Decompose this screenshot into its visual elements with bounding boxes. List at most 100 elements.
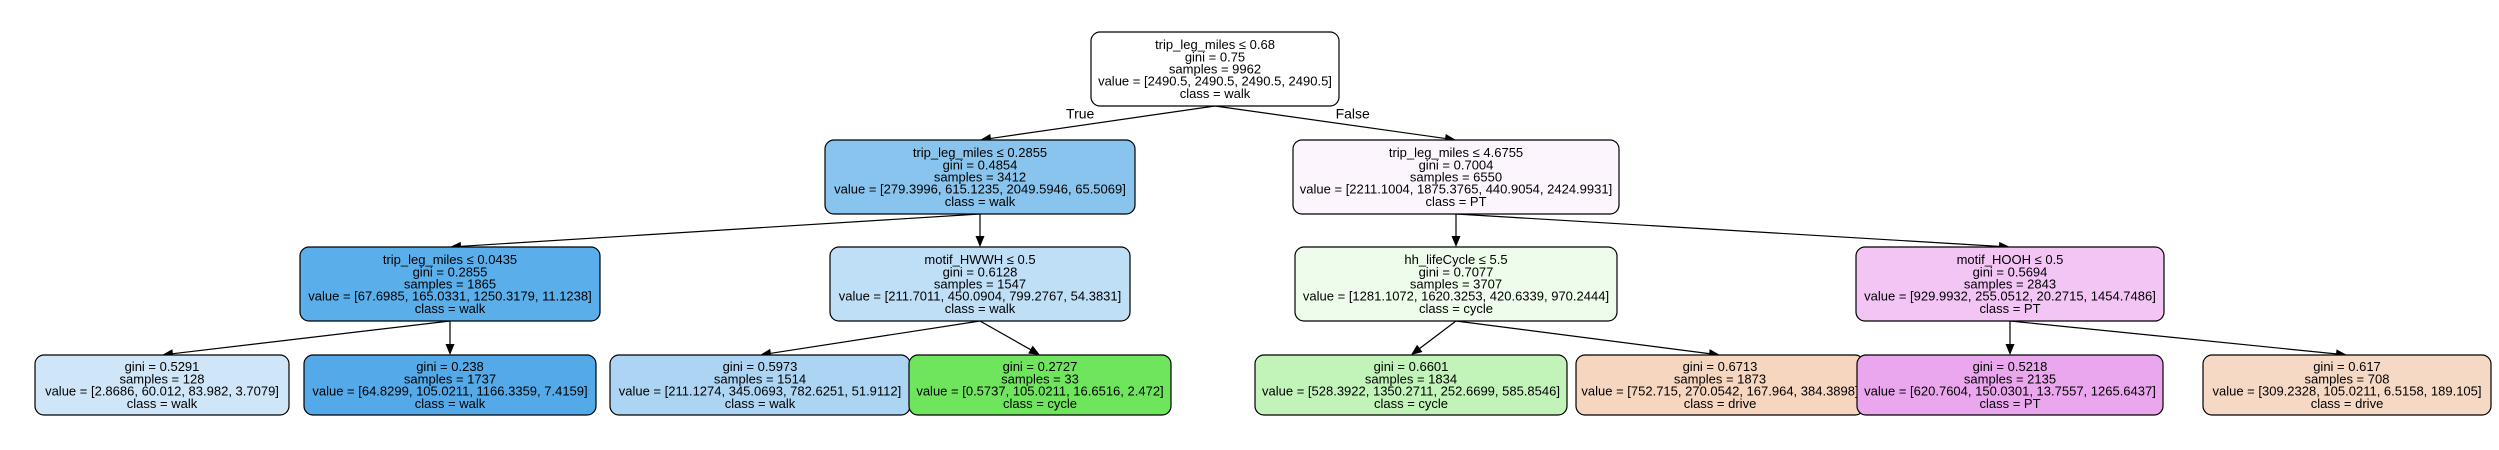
edge-line [1455,320,1710,355]
node-value: value = [528.3922, 1350.2711, 252.6699, … [1262,384,1560,399]
node-class: class = PT [1979,396,2040,411]
node-value: value = [309.2328, 105.0211, 6.5158, 189… [2212,384,2481,399]
node-box [824,139,1136,215]
arrowhead [1451,236,1461,247]
node-samples: samples = 1737 [404,371,496,386]
node-samples: samples = 3412 [934,170,1026,185]
node-box [1855,246,2165,322]
tree-edge [1451,214,1461,247]
node-samples: samples = 33 [1001,371,1079,386]
node-value: value = [0.5737, 105.0211, 16.6516, 2.47… [916,384,1163,399]
node-value: value = [2490.5, 2490.5, 2490.5, 2490.5] [1098,74,1332,89]
node-class: class = walk [415,396,486,411]
node-samples: samples = 1834 [1365,371,1457,386]
node-samples: samples = 2843 [1964,277,2056,292]
node-value: value = [1281.1072, 1620.3253, 420.6339,… [1303,289,1609,304]
node-box [34,354,290,416]
node-split-rule: trip_leg_miles ≤ 0.2855 [913,145,1047,160]
node-class: class = walk [945,194,1016,209]
node-samples: samples = 1873 [1674,371,1766,386]
node-gini: gini = 0.6713 [1683,359,1758,374]
node-split-rule: trip_leg_miles ≤ 0.68 [1155,37,1275,52]
node-value: value = [279.3996, 615.1235, 2049.5946, … [834,182,1126,197]
node-box [1292,139,1620,215]
arrowhead [1411,344,1423,355]
node-value: value = [752.715, 270.0542, 167.964, 384… [1581,384,1858,399]
node-gini: gini = 0.617 [2313,359,2381,374]
node-box [1856,354,2164,416]
node-gini: gini = 0.238 [416,359,484,374]
node-class: class = walk [415,301,486,316]
edge-line [1455,213,2000,247]
node-split-rule: motif_HOOH ≤ 0.5 [1957,252,2064,267]
node-samples: samples = 3707 [1410,277,1502,292]
node-gini: gini = 0.7077 [1419,264,1494,279]
node-gini: gini = 0.5218 [1973,359,2048,374]
tree-edge [2005,321,2015,355]
edge-line [1214,105,1446,140]
node-class: class = PT [1979,301,2040,316]
tree-edge: False [1214,105,1456,143]
node-value: value = [64.8299, 105.0211, 1166.3359, 7… [312,384,587,399]
tree-edge [975,214,985,247]
arrowhead [975,236,985,247]
node-box [1090,31,1340,107]
node-class: class = PT [1425,194,1486,209]
edge-line [460,213,981,247]
tree-edges: True False [162,105,2347,359]
edge-line [2009,320,2337,355]
edge-label-false: False [1336,105,1370,121]
node-gini: gini = 0.7004 [1419,157,1494,172]
node-class: class = drive [1684,396,1757,411]
node-value: value = [2211.1004, 1875.3765, 440.9054,… [1300,182,1612,197]
node-value: value = [929.9932, 255.0512, 20.2715, 14… [1864,289,2156,304]
edge-line [979,320,1031,351]
tree-edge [445,321,455,355]
node-gini: gini = 0.75 [1185,49,1245,64]
node-value: value = [67.6985, 165.0331, 1250.3179, 1… [308,289,591,304]
node-split-rule: motif_HWWH ≤ 0.5 [924,252,1035,267]
tree-edge [162,320,451,359]
node-box [908,354,1172,416]
node-box [1254,354,1568,416]
node-box [303,354,597,416]
node-split-rule: trip_leg_miles ≤ 0.0435 [383,252,517,267]
node-class: class = walk [127,396,198,411]
node-box [1294,246,1618,322]
node-gini: gini = 0.2727 [1003,359,1078,374]
node-samples: samples = 1514 [714,371,806,386]
tree-edge: True [980,105,1216,143]
node-class: class = cycle [1374,396,1448,411]
node-gini: gini = 0.5291 [125,359,200,374]
node-class: class = walk [725,396,796,411]
tree-edge [1411,320,1457,355]
edge-line [990,105,1216,140]
edge-line [770,320,981,354]
edge-label-true: True [1066,105,1094,121]
node-class: class = cycle [1003,396,1077,411]
tree-edge [1455,320,1720,359]
edge-line [1419,320,1457,349]
node-class: class = walk [1180,86,1251,101]
node-split-rule: hh_lifeCycle ≤ 5.5 [1404,252,1507,267]
arrowhead [1028,345,1040,355]
node-samples: samples = 1865 [404,277,496,292]
edge-line [172,320,451,355]
node-value: value = [211.1274, 345.0693, 782.6251, 5… [619,384,902,399]
node-gini: gini = 0.6128 [943,264,1018,279]
node-gini: gini = 0.6601 [1374,359,1449,374]
node-split-rule: trip_leg_miles ≤ 4.6755 [1389,145,1523,160]
